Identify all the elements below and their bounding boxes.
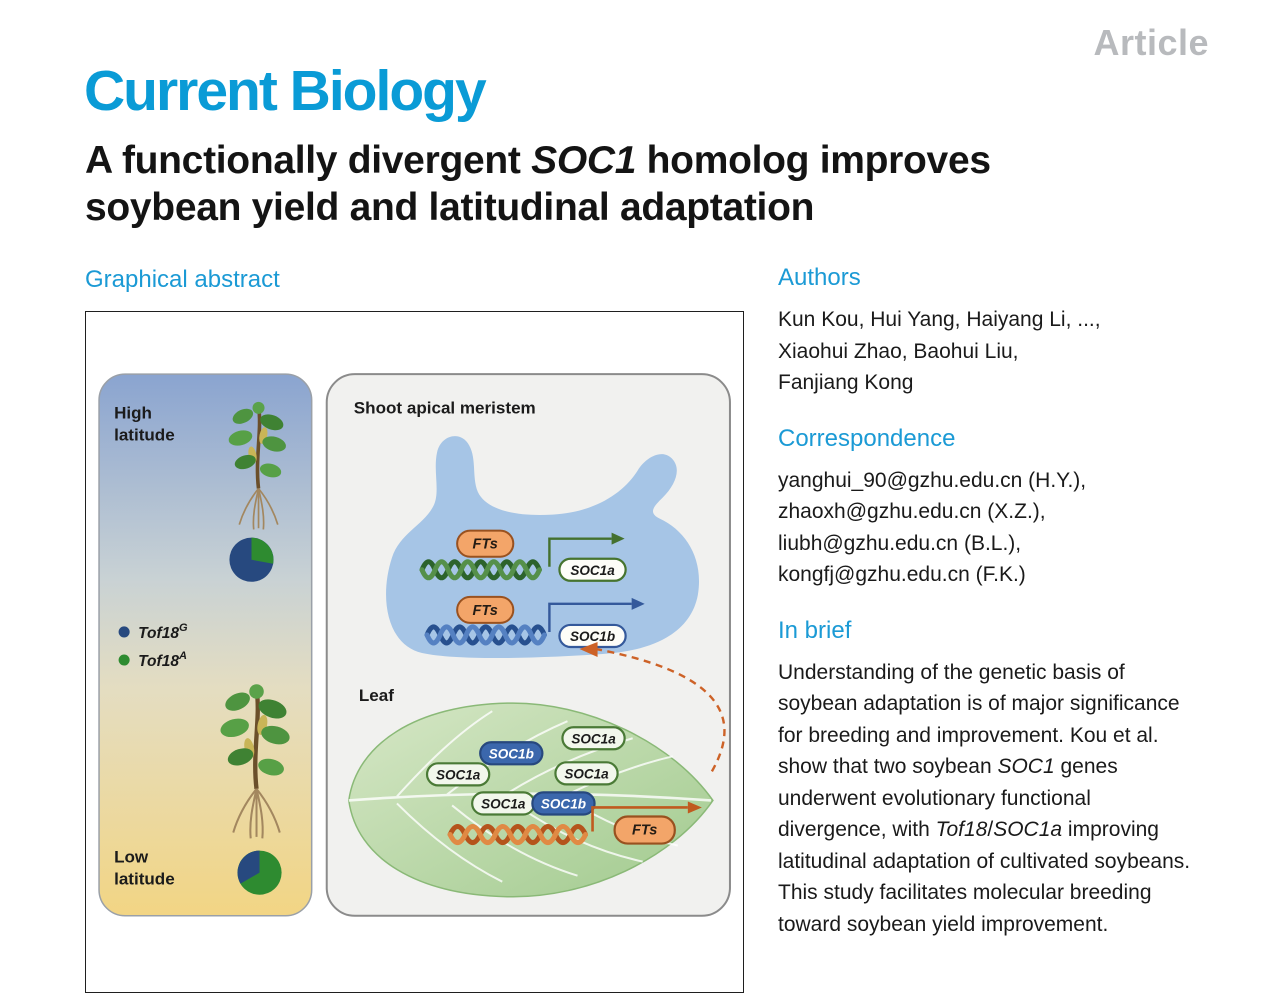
- soc1b-transcription-row: FTs SOC1b: [424, 595, 645, 649]
- title-gene-italic: SOC1: [531, 139, 637, 182]
- dna-helix-blue-strand-2: [424, 624, 547, 646]
- soc1b-gene-label: SOC1b: [570, 629, 615, 644]
- dna-helix-orange-strand-2: [447, 824, 589, 845]
- leaf-soc1a-pill-label: SOC1a: [564, 766, 609, 781]
- pie-chart-high-latitude: [229, 537, 274, 582]
- high-latitude-label-2: latitude: [114, 425, 175, 444]
- authors-heading: Authors: [778, 264, 861, 291]
- high-latitude-label: High: [114, 403, 152, 422]
- soc1a-gene-box: [558, 557, 627, 582]
- pie-chart-low-latitude: [237, 850, 282, 895]
- leaf-soc1a-pill: [425, 762, 491, 787]
- in-brief-gene-italic: Tof18: [935, 818, 988, 841]
- transcription-arrow-ft: [591, 806, 688, 832]
- transcription-arrowhead-soc1b: [631, 597, 645, 610]
- latitude-panel: High latitude Tof18G Tof18A Low latitude: [98, 373, 313, 917]
- low-latitude-label: Low: [114, 848, 149, 867]
- dna-helix-green-strand: [419, 559, 542, 581]
- paper-title-line1: A functionally divergent SOC1 homolog im…: [85, 138, 1205, 185]
- meristem-leaf-panel: Shoot apical meristem FTs SOC1a FTs: [325, 373, 731, 917]
- correspondence-email[interactable]: yanghui_90@gzhu.edu.cn (H.Y.),: [778, 468, 1087, 492]
- paper-title-line2: soybean yield and latitudinal adaptation: [85, 185, 815, 229]
- low-latitude-label-2: latitude: [114, 870, 175, 889]
- leaf-soc1a-pill-label: SOC1a: [436, 767, 481, 782]
- leaf-soc1a-pill: [554, 761, 619, 786]
- leaf-label: Leaf: [359, 686, 394, 705]
- leaf-soc1b-pill: [479, 741, 544, 766]
- author-line: Kun Kou, Hui Yang, Haiyang Li, ...,: [778, 308, 1101, 331]
- pie-high-green-slice: [251, 537, 274, 564]
- legend-label-tof18a: Tof18A: [138, 650, 187, 670]
- in-brief-segment: /: [987, 818, 994, 841]
- leaf-soc1b-pill-label: SOC1b: [489, 746, 534, 761]
- in-brief-text: Understanding of the genetic basis of so…: [778, 657, 1198, 941]
- correspondence-list: yanghui_90@gzhu.edu.cn (H.Y.), zhaoxh@gz…: [778, 465, 1208, 591]
- ft-pill-soc1b-row: [456, 595, 515, 624]
- leaf-protein-pills: SOC1a SOC1b SOC1a SOC1a SOC1a SOC1b: [425, 726, 626, 816]
- in-brief-segment: Understanding of the genetic basis of so…: [778, 660, 1180, 779]
- shoot-apical-meristem-label: Shoot apical meristem: [354, 398, 536, 417]
- legend-dot-tof18a: [118, 654, 130, 666]
- legend: Tof18G Tof18A: [118, 622, 188, 670]
- paper-title: A functionally divergent SOC1 homolog im…: [85, 138, 1205, 232]
- title-text: A functionally divergent: [85, 139, 532, 182]
- leaf-ft-gene-label: FTs: [632, 823, 657, 839]
- leaf-soc1a-pill-label: SOC1a: [481, 796, 526, 811]
- authors-list: Kun Kou, Hui Yang, Haiyang Li, ..., Xiao…: [778, 304, 1208, 399]
- in-brief-segment: improving latitudinal adaptation of cult…: [778, 818, 1191, 936]
- transcription-arrow-soc1b: [548, 602, 632, 632]
- leaf-to-meristem-arrowhead: [579, 641, 598, 658]
- in-brief-gene-italic: SOC1: [997, 755, 1055, 778]
- ft-pill-soc1a-label: FTs: [473, 537, 498, 553]
- author-line: Fanjiang Kong: [778, 371, 914, 394]
- dna-helix-orange-strand: [447, 824, 589, 845]
- latitude-panel-background: [98, 373, 313, 917]
- leaf-soc1b-pill: [531, 791, 596, 816]
- graphical-abstract-figure: High latitude Tof18G Tof18A Low latitude: [85, 311, 744, 993]
- leaf-ft-gene-box: [613, 815, 676, 845]
- leaf-to-meristem-dashed-arrow: [595, 647, 726, 772]
- transcription-arrow-soc1a: [548, 537, 612, 567]
- legend-label-tof18g: Tof18G: [138, 622, 188, 642]
- correspondence-email[interactable]: liubh@gzhu.edu.cn (B.L.),: [778, 531, 1022, 555]
- graphical-abstract-heading: Graphical abstract: [85, 266, 280, 293]
- author-line: Xiaohui Zhao, Baohui Liu,: [778, 339, 1019, 363]
- correspondence-email[interactable]: kongfj@gzhu.edu.cn (F.K.): [778, 563, 1026, 586]
- legend-dot-tof18g: [118, 626, 130, 638]
- dna-helix-blue-strand: [424, 624, 547, 646]
- soc1a-transcription-row: FTs SOC1a: [419, 529, 627, 582]
- in-brief-gene-italic: SOC1a: [993, 818, 1063, 841]
- ft-pill-soc1a-row: [456, 529, 515, 558]
- leaf-soc1a-pill-label: SOC1a: [571, 731, 616, 746]
- ft-pill-soc1b-label: FTs: [473, 603, 498, 619]
- transcription-arrowhead-soc1a: [611, 532, 625, 545]
- title-text: homolog improves: [636, 139, 991, 182]
- graphical-abstract-svg: High latitude Tof18G Tof18A Low latitude: [98, 373, 731, 917]
- dna-helix-green-strand-2: [419, 559, 542, 581]
- article-type-tag: Article: [1093, 22, 1209, 63]
- journal-logo: Current Biology: [84, 59, 487, 123]
- leaf-soc1b-pill-label: SOC1b: [541, 796, 586, 811]
- leaf-soc1a-pill: [561, 726, 626, 751]
- correspondence-heading: Correspondence: [778, 424, 956, 452]
- soc1a-gene-label: SOC1a: [570, 563, 615, 578]
- in-brief-heading: In brief: [778, 616, 852, 644]
- correspondence-email[interactable]: zhaoxh@gzhu.edu.cn (X.Z.),: [778, 500, 1046, 523]
- summary-column: Authors Kun Kou, Hui Yang, Haiyang Li, .…: [778, 264, 1208, 940]
- pie-low-blue-slice: [237, 850, 260, 884]
- leaf-illustration: SOC1a SOC1b SOC1a SOC1a SOC1a SOC1b: [348, 702, 714, 898]
- in-brief-segment: genes underwent evolutionary functional …: [778, 755, 1118, 841]
- transcription-arrowhead-ft: [687, 801, 702, 814]
